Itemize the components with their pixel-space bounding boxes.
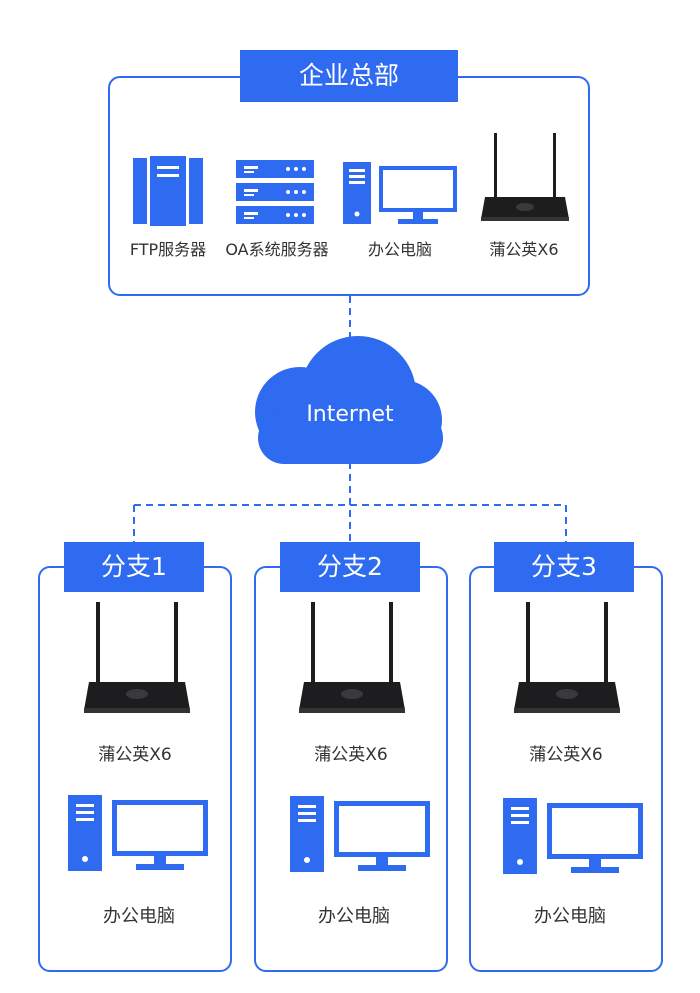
- router-icon: [514, 602, 620, 713]
- branch-panel-3: [469, 566, 663, 972]
- desktop-computer-icon: [68, 795, 208, 871]
- router-label: 蒲公英X6: [529, 745, 603, 765]
- branch-title: 分支1: [64, 542, 204, 592]
- device-label: 办公电脑: [367, 240, 433, 259]
- branch-title: 分支2: [280, 542, 420, 592]
- router-icon: [481, 133, 569, 221]
- branch-panel-2: [254, 566, 448, 972]
- pc-label: 办公电脑: [534, 906, 606, 927]
- device-label: FTP服务器: [129, 240, 207, 259]
- server-rack-icon: [133, 156, 203, 226]
- device-label: 蒲公英X6: [489, 240, 559, 259]
- branch-title: 分支3: [494, 542, 634, 592]
- pc-label: 办公电脑: [318, 906, 390, 927]
- cloud-icon: [255, 336, 443, 464]
- internet-label: Internet: [306, 402, 394, 427]
- branch-panel-1: [38, 566, 232, 972]
- desktop-computer-icon: [503, 798, 643, 874]
- desktop-computer-icon: [290, 796, 430, 872]
- router-label: 蒲公英X6: [98, 745, 172, 765]
- headquarters-title: 企业总部: [240, 50, 458, 102]
- pc-label: 办公电脑: [103, 906, 175, 927]
- desktop-computer-icon: [343, 162, 457, 224]
- router-icon: [84, 602, 190, 713]
- router-icon: [299, 602, 405, 713]
- server-stack-icon: [236, 160, 314, 224]
- router-label: 蒲公英X6: [314, 745, 388, 765]
- device-label: OA系统服务器: [225, 240, 329, 259]
